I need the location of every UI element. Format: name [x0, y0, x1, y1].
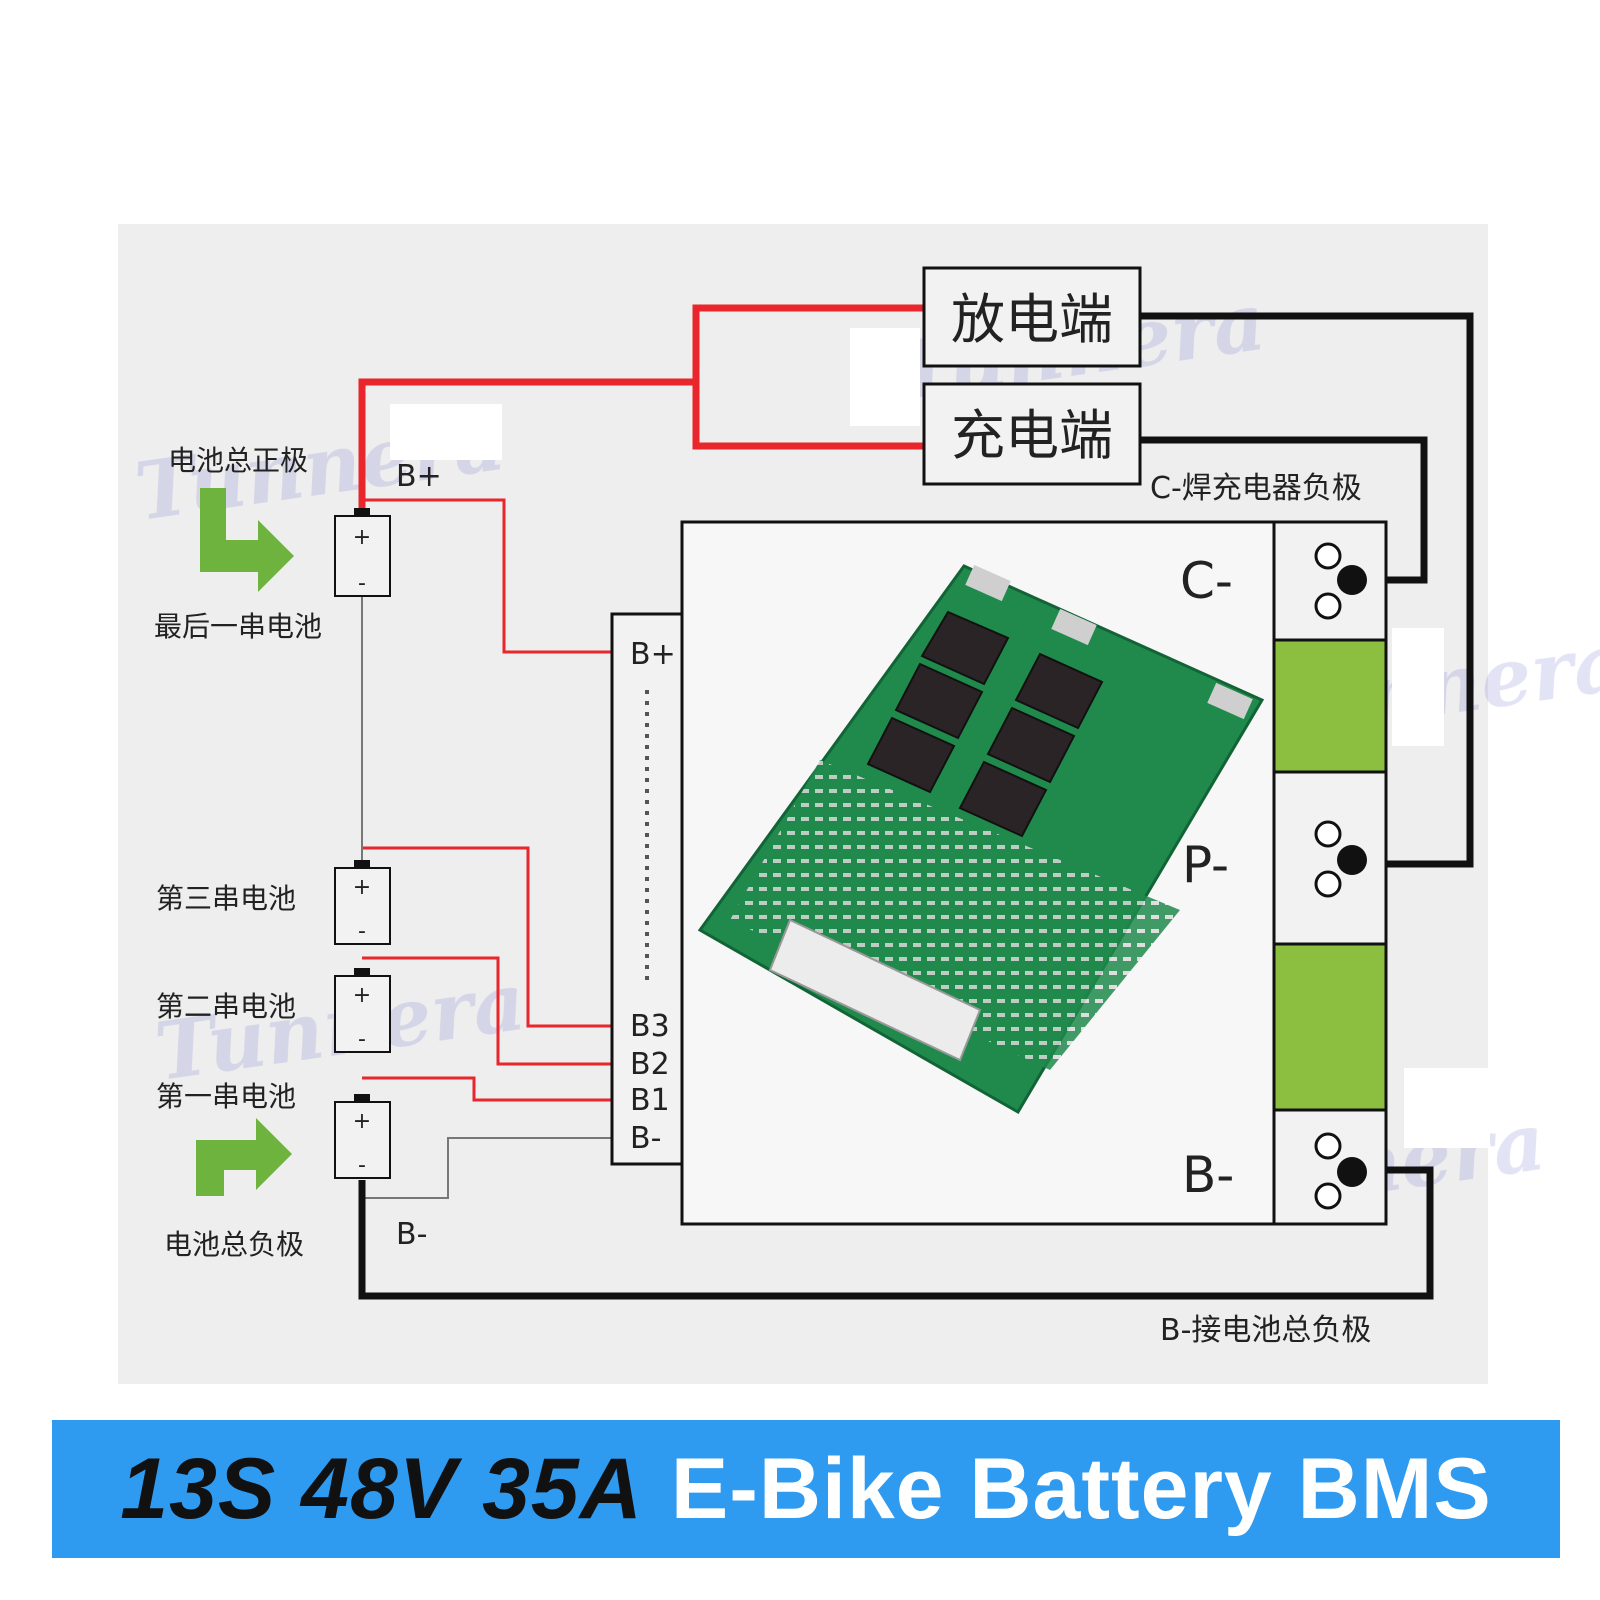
connector-b-minus-label: B- — [630, 1121, 661, 1156]
balance-wire-b2 — [362, 956, 612, 1066]
arrow-total-positive-icon — [200, 488, 294, 592]
third-series-cell-label: 第三串电池 — [156, 882, 296, 915]
first-series-cell-label: 第一串电池 — [156, 1080, 296, 1113]
terminal-spacer — [1272, 638, 1388, 774]
terminal-c-minus-label: C- — [1180, 552, 1233, 610]
battery-negative-wire — [358, 1166, 1434, 1300]
charge-port-label: 充电端 — [951, 404, 1113, 467]
charger-negative-wire — [1140, 436, 1428, 584]
terminal-p-minus-block — [1272, 770, 1388, 946]
cell-minus-sign: - — [358, 919, 366, 944]
blank-patch — [390, 404, 502, 460]
battery-total-negative-note: B-接电池总负极 — [1160, 1313, 1371, 1348]
arrow-total-negative-icon — [196, 1118, 292, 1196]
charger-negative-note: C-焊充电器负极 — [1150, 471, 1362, 506]
solder-point — [1337, 565, 1367, 595]
cell-second-series: + - — [334, 968, 391, 1053]
banner-spec: 13S 48V 35A — [120, 1440, 643, 1537]
connector-b1-label: B1 — [630, 1083, 670, 1118]
solder-point — [1337, 1157, 1367, 1187]
positive-main-wire — [358, 378, 696, 514]
cell-minus-sign: - — [358, 1153, 366, 1178]
second-series-cell-label: 第二串电池 — [156, 990, 296, 1023]
cell-first-series: + - — [334, 1094, 391, 1179]
terminal-holes — [1314, 542, 1367, 1210]
solder-point — [1337, 845, 1367, 875]
last-series-cell-label: 最后一串电池 — [154, 610, 322, 643]
product-banner: 13S 48V 35A E-Bike Battery BMS — [52, 1420, 1560, 1558]
terminal-p-minus-label: P- — [1182, 836, 1229, 894]
cell-minus-sign: - — [358, 1027, 366, 1052]
pack-total-positive-label: 电池总正极 — [168, 444, 308, 477]
connector-b3-label: B3 — [630, 1009, 670, 1044]
wire-b-plus-label: B+ — [396, 459, 442, 494]
terminal-spacer — [1272, 942, 1388, 1112]
cell-plus-sign: + — [353, 983, 371, 1008]
connector-b-plus-label: B+ — [630, 637, 676, 672]
cell-plus-sign: + — [353, 525, 371, 550]
blank-patch — [1392, 628, 1444, 746]
discharge-port-label: 放电端 — [951, 288, 1113, 351]
banner-product: E-Bike Battery BMS — [670, 1440, 1492, 1537]
port-positive-wire — [692, 304, 924, 450]
balance-wire-b-plus — [362, 498, 612, 654]
connector-b2-label: B2 — [630, 1047, 670, 1082]
cell-minus-sign: - — [358, 571, 366, 596]
terminal-b-minus-label: B- — [1182, 1146, 1234, 1204]
charge-port-box — [922, 382, 1142, 486]
balance-plug — [768, 918, 982, 1062]
cell-plus-sign: + — [353, 875, 371, 900]
balance-wire-b1 — [362, 1076, 612, 1102]
blank-patch — [850, 328, 920, 426]
blank-patch — [1404, 1068, 1490, 1148]
balance-wire-b-minus — [362, 1137, 612, 1199]
balance-wire-b3 — [362, 846, 612, 1028]
pack-total-negative-label: 电池总负极 — [164, 1228, 304, 1261]
terminal-c-minus-block — [1272, 520, 1388, 642]
pcb-board-image — [697, 564, 1265, 1115]
cell-plus-sign: + — [353, 1109, 371, 1134]
cell-last-series: + - — [334, 508, 391, 597]
discharge-negative-wire — [1140, 312, 1474, 868]
wire-b-minus-label: B- — [396, 1217, 427, 1252]
cell-third-series: + - — [334, 860, 391, 945]
discharge-port-box — [922, 266, 1142, 368]
